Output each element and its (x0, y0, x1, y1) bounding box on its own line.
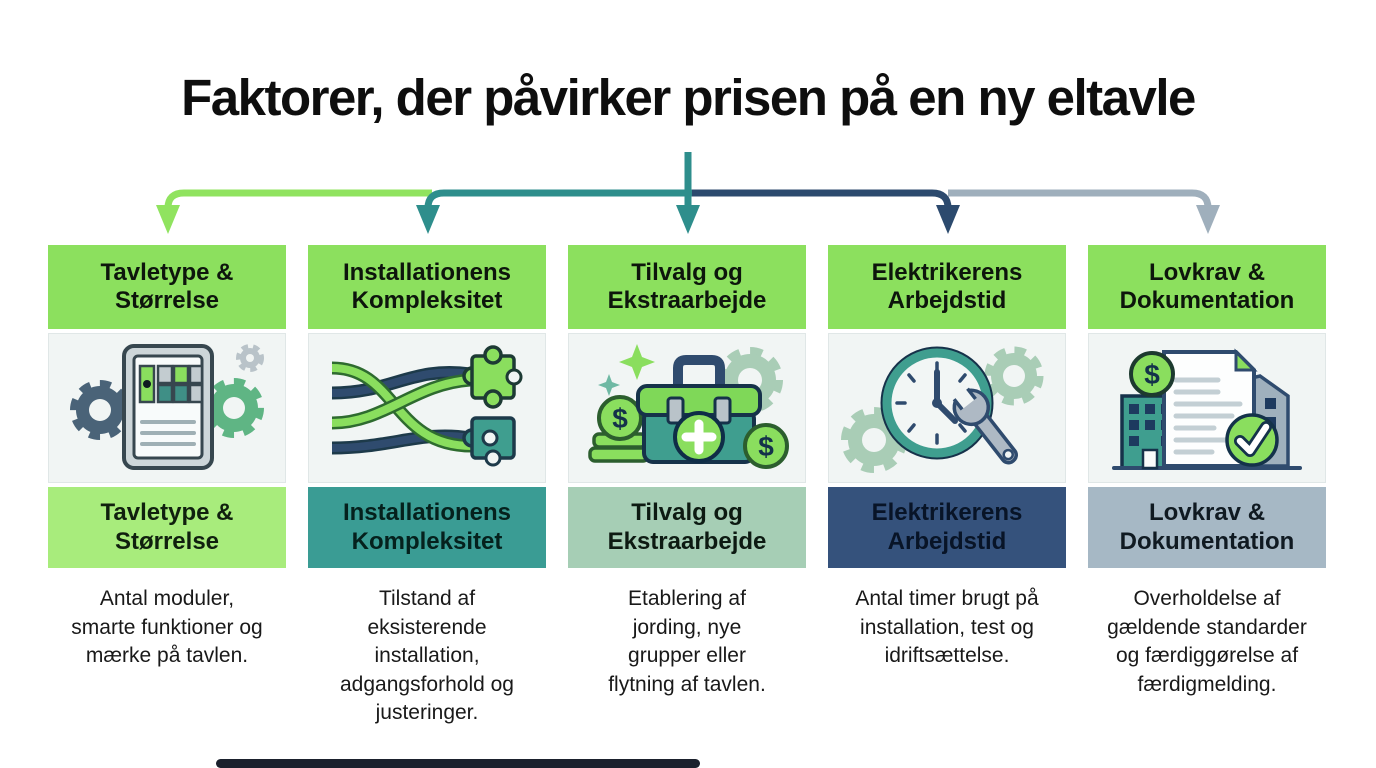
toolbox-icon: $ $ (588, 344, 789, 469)
branch-connector (156, 152, 1220, 234)
factor-column-tavletype: Tavletype & Størrelse (48, 245, 286, 728)
column-label: Tavletype & Størrelse (48, 487, 286, 568)
connector-segment-gray (948, 189, 1212, 209)
column-description: Etablering af jording, nye grupper eller… (608, 587, 766, 696)
arrow-down-icon (156, 205, 180, 234)
arrow-down-icon (676, 205, 700, 234)
arrow-down-icon (1196, 205, 1220, 234)
column-icon-area (828, 333, 1066, 483)
connector-segment-teal (424, 189, 692, 209)
column-icon-area: $ (1088, 333, 1326, 483)
factor-column-lovkrav: Lovkrav & Dokumentation (1088, 245, 1326, 728)
column-header: Tilvalg og Ekstraarbejde (568, 245, 806, 329)
arrow-down-icon (416, 205, 440, 234)
column-header: Tavletype & Størrelse (48, 245, 286, 329)
column-header: Installationens Kompleksitet (308, 245, 546, 329)
column-icon-area: $ $ (568, 333, 806, 483)
column-label: Lovkrav & Dokumentation (1088, 487, 1326, 568)
column-label: Elektrikerens Arbejdstid (828, 487, 1066, 568)
svg-text:$: $ (612, 403, 628, 434)
document-check-icon: $ (1112, 348, 1302, 470)
page-title: Faktorer, der påvirker prisen på en ny e… (181, 69, 1196, 126)
column-icon-area (48, 333, 286, 483)
factor-column-arbejdstid: Elektrikerens Arbejdstid (828, 245, 1066, 728)
column-label: Tilvalg og Ekstraarbejde (568, 487, 806, 568)
column-description: Antal moduler, smarte funktioner og mærk… (71, 587, 263, 668)
column-description: Overholdelse af gældende standarder og f… (1107, 587, 1307, 696)
bottom-indicator-bar (216, 759, 700, 768)
connector-segment-navy (688, 189, 952, 209)
connector-segment-green (164, 189, 432, 209)
svg-text:$: $ (758, 431, 774, 462)
wires-puzzle-icon (331, 345, 523, 467)
column-icon-area (308, 333, 546, 483)
column-header: Lovkrav & Dokumentation (1088, 245, 1326, 329)
factor-column-tilvalg: Tilvalg og Ekstraarbejde $ $ (568, 245, 806, 728)
clock-wrench-icon (841, 346, 1044, 473)
column-label: Installationens Kompleksitet (308, 487, 546, 568)
column-header: Elektrikerens Arbejdstid (828, 245, 1066, 329)
arrow-down-icon (936, 205, 960, 234)
svg-text:$: $ (1144, 359, 1160, 390)
factor-columns: Tavletype & Størrelse (48, 245, 1326, 728)
factor-column-kompleksitet: Installationens Kompleksitet (308, 245, 546, 728)
column-description: Tilstand af eksisterende installation, a… (340, 587, 514, 725)
panel-gears-icon (70, 344, 264, 470)
column-description: Antal timer brugt på installation, test … (855, 587, 1039, 668)
